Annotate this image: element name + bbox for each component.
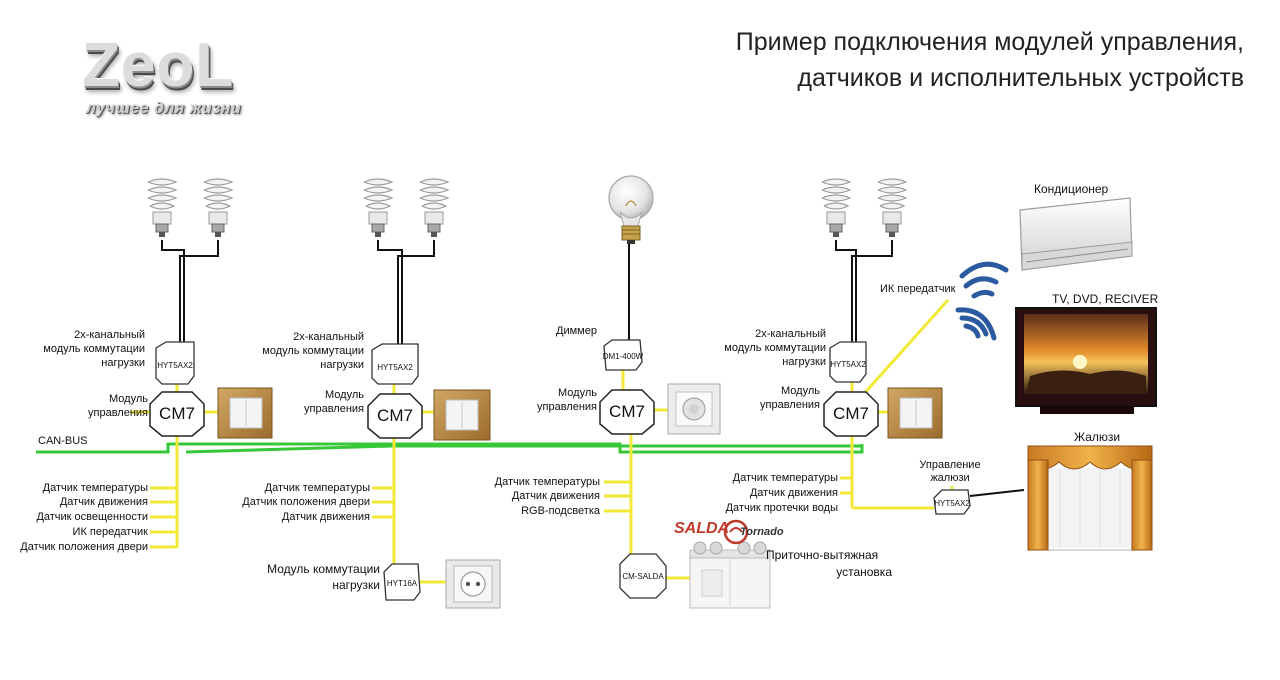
hyt5ax2-module	[933, 489, 971, 515]
can-bus-line	[36, 442, 864, 454]
sensor-label: Датчик положения двери	[242, 496, 370, 508]
sensor-label: Датчик движения	[511, 490, 600, 502]
ir-wave-icon	[955, 307, 997, 341]
module-code: HYT16A	[386, 579, 418, 588]
module-code: HYT5AX2	[830, 360, 866, 369]
cm7-label: CM7	[833, 404, 869, 423]
power-outlet-icon	[445, 559, 501, 609]
label-blinds-control: Управление	[919, 459, 981, 471]
air-conditioner-icon	[1019, 197, 1133, 271]
ventilation-unit-icon	[689, 541, 771, 609]
sensor-label: Датчик температуры	[264, 482, 370, 494]
label-dimmer: Диммер	[556, 325, 597, 337]
label-two-channel: 2х-канальный	[293, 331, 364, 343]
label-blinds: Жалюзи	[1074, 430, 1121, 444]
sensor-label: Датчик положения двери	[20, 541, 148, 553]
tornado-logo: Tornado	[740, 526, 784, 538]
diagram-title-line-2: датчиков и исполнительных устройств	[797, 64, 1244, 92]
label-two-channel: нагрузки	[782, 356, 826, 368]
wall-switch-icon	[433, 389, 491, 441]
label-two-channel: модуль коммутации	[43, 343, 145, 355]
label-two-channel: нагрузки	[101, 357, 145, 369]
sensor-label: Датчик температуры	[494, 476, 600, 488]
label-control-module: Модуль управления	[537, 387, 597, 413]
label-control-module: Модуль управления	[760, 385, 820, 411]
wall-switch-icon	[217, 387, 273, 439]
wall-switch-icon	[887, 387, 943, 439]
cfl-bulb-icon	[147, 178, 178, 237]
cm7-controller	[823, 391, 879, 437]
diagram-title-line-1: Пример подключения модулей управления,	[735, 28, 1244, 56]
sensor-label: RGB-подсветка	[521, 505, 600, 517]
label-blinds-control: жалюзи	[930, 472, 970, 484]
label-module-switch: Модуль коммутации	[267, 562, 380, 576]
logo: ZeoL	[82, 31, 235, 100]
module-code: CM-SALDA	[622, 572, 664, 581]
dimmer-panel-icon	[667, 383, 721, 435]
cm7-label: CM7	[377, 406, 413, 425]
module-code: HYT5AX2	[377, 363, 413, 372]
hyt5ax2-module	[829, 341, 867, 383]
group-1-wiring	[130, 240, 219, 549]
cm7-controller	[599, 389, 655, 435]
logo-tagline: лучшее для жизни	[86, 100, 242, 117]
sensor-label: Датчик движения	[59, 496, 148, 508]
module-code: HYT5AX2	[934, 499, 970, 508]
incandescent-bulb-icon	[608, 175, 654, 244]
hyt5ax2-module	[155, 341, 195, 385]
cfl-bulb-icon	[419, 178, 450, 237]
cm7-controller	[149, 391, 205, 437]
label-two-channel: 2х-канальный	[74, 329, 145, 341]
can-bus-label: CAN-BUS	[38, 435, 88, 447]
sensor-label: Датчик освещенности	[36, 511, 148, 523]
label-control-module: Модуль управления	[88, 393, 148, 419]
hyt16a-module	[383, 563, 421, 601]
cfl-bulb-icon	[877, 178, 908, 237]
sensor-label: Датчик движения	[749, 487, 838, 499]
label-air-conditioner: Кондиционер	[1034, 182, 1109, 196]
curtain-blinds-icon	[1027, 445, 1153, 551]
cfl-bulb-icon	[363, 178, 394, 237]
tv-icon	[1015, 307, 1157, 414]
label-ventilation: установка	[836, 565, 892, 579]
cm-salda-module	[619, 553, 667, 599]
label-two-channel: нагрузки	[320, 359, 364, 371]
hyt5ax2-module	[371, 343, 419, 385]
cfl-bulb-icon	[821, 178, 852, 237]
cm7-label: CM7	[609, 402, 645, 421]
label-two-channel: 2х-канальный	[755, 328, 826, 340]
sensor-label: Датчик температуры	[732, 472, 838, 484]
cfl-bulb-icon	[203, 178, 234, 237]
cm7-controller	[367, 393, 423, 439]
sensor-label: ИК передатчик	[72, 526, 148, 538]
module-code: DM1-400W	[602, 352, 644, 361]
ir-wave-icon	[959, 261, 1009, 299]
label-two-channel: модуль коммутации	[724, 342, 826, 354]
label-ir-transmitter: ИК передатчик	[880, 283, 956, 295]
label-module-switch: нагрузки	[332, 578, 380, 592]
module-code: HYT5AX2	[157, 361, 193, 370]
sensor-label: Датчик движения	[281, 511, 370, 523]
salda-logo: SALDA	[674, 520, 730, 537]
label-control-module: Модуль управления	[304, 389, 364, 415]
dimmer-module	[603, 339, 643, 371]
group-2-wiring	[372, 240, 446, 584]
group-3-wiring	[604, 244, 690, 580]
label-tv: TV, DVD, RECIVER	[1052, 292, 1159, 306]
label-ventilation: Приточно-вытяжная	[766, 548, 879, 562]
sensor-label: Датчик температуры	[42, 482, 148, 494]
tornado-logo-icon	[723, 519, 749, 545]
label-two-channel: модуль коммутации	[262, 345, 364, 357]
cm7-label: CM7	[159, 404, 195, 423]
sensor-label: Датчик протечки воды	[725, 502, 838, 514]
